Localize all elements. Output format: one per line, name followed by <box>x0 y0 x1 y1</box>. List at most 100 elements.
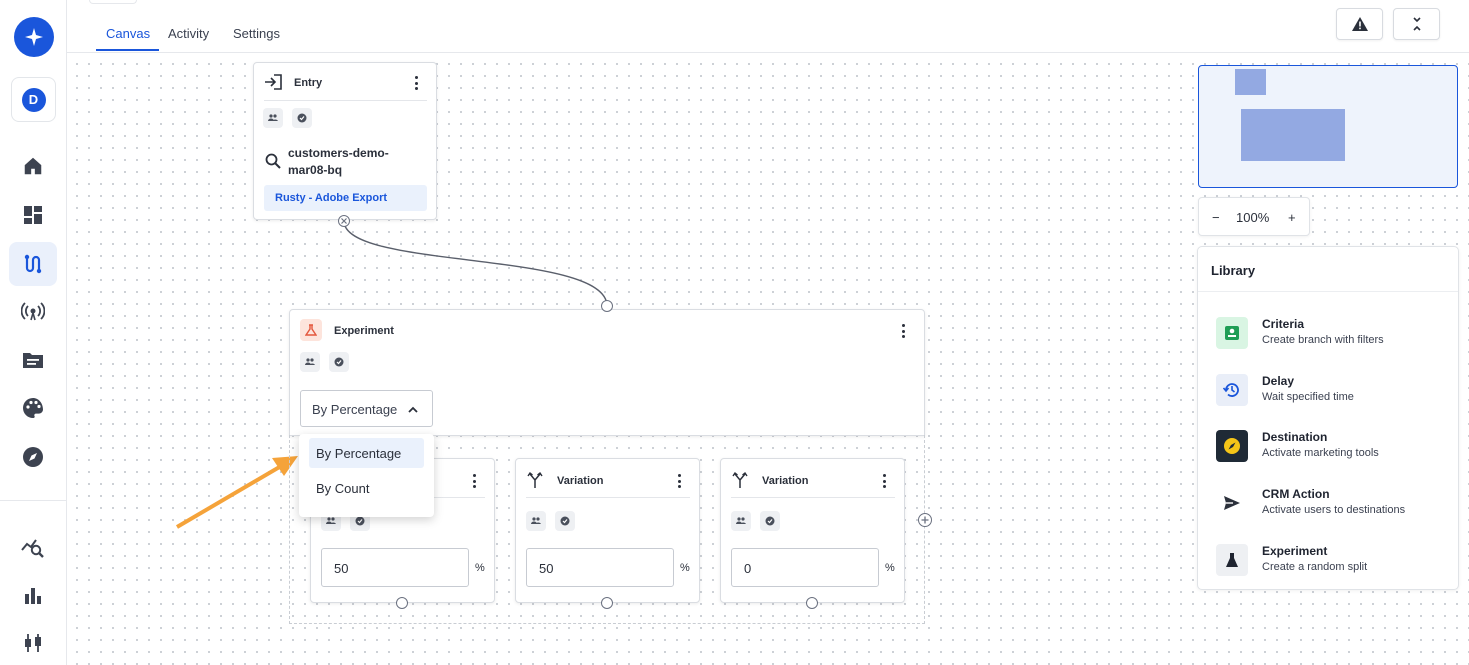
variation-output-port[interactable] <box>806 597 818 609</box>
nav-reports[interactable] <box>9 573 57 617</box>
entry-output-port[interactable] <box>338 215 350 227</box>
entry-to-experiment-connector <box>343 220 608 307</box>
library-item-name: Criteria <box>1262 317 1305 331</box>
journey-icon <box>24 254 42 274</box>
variation-node-3[interactable]: Variation 0 % <box>720 458 905 603</box>
chevron-up-icon <box>408 406 418 413</box>
home-icon <box>24 157 42 175</box>
search-icon <box>265 153 281 169</box>
destination-badge[interactable]: Rusty - Adobe Export <box>264 185 427 211</box>
entry-icon <box>265 74 282 90</box>
variation-output-port[interactable] <box>396 597 408 609</box>
split-mode-select[interactable]: By Percentage <box>300 390 433 427</box>
nav-folder[interactable] <box>9 338 57 382</box>
variation-menu[interactable] <box>878 473 890 489</box>
crm-icon-badge <box>1216 487 1248 519</box>
library-item-name: CRM Action <box>1262 487 1330 501</box>
library-item-description: Create a random split <box>1262 561 1368 573</box>
status-chip[interactable] <box>555 511 575 531</box>
entry-node-menu[interactable] <box>410 75 422 91</box>
variation-title: Variation <box>557 475 604 487</box>
percent-unit: % <box>885 562 895 574</box>
check-badge-icon <box>297 113 307 123</box>
avatar: D <box>21 87 46 112</box>
criteria-icon-badge <box>1216 317 1248 349</box>
nav-journeys[interactable] <box>9 242 57 286</box>
library-panel: Library Criteria Create branch with filt… <box>1197 246 1459 590</box>
audience-chip[interactable] <box>526 511 546 531</box>
percent-unit: % <box>680 562 690 574</box>
entry-node[interactable]: Entry customers-demo- mar08-bq Rusty - A… <box>253 62 437 220</box>
collapse-icon <box>1412 17 1421 31</box>
audience-chip[interactable] <box>300 352 320 372</box>
library-item-description: Activate marketing tools <box>1262 447 1379 459</box>
experiment-badge <box>300 319 322 341</box>
nav-trends[interactable] <box>9 621 57 665</box>
variation-output-port[interactable] <box>601 597 613 609</box>
tab-canvas[interactable]: Canvas <box>106 26 151 41</box>
broadcast-icon <box>21 302 45 321</box>
status-chip[interactable] <box>292 108 312 128</box>
experiment-node[interactable]: Experiment By Percentage <box>289 309 925 436</box>
tab-activity[interactable]: Activity <box>168 26 210 41</box>
tab-settings[interactable]: Settings <box>233 26 280 41</box>
destination-icon-badge <box>1216 430 1248 462</box>
variation-menu[interactable] <box>673 473 685 489</box>
annotation-arrow-head <box>272 456 298 476</box>
status-chip[interactable] <box>760 511 780 531</box>
library-item-experiment[interactable]: Experiment Create a random split <box>1216 542 1452 582</box>
minimap[interactable] <box>1198 65 1458 188</box>
nav-explore[interactable] <box>9 435 57 479</box>
nav-analytics[interactable] <box>9 525 57 569</box>
variation-node-2[interactable]: Variation 50 % <box>515 458 700 603</box>
library-item-destination[interactable]: Destination Activate marketing tools <box>1216 428 1452 468</box>
library-item-description: Wait specified time <box>1262 391 1354 403</box>
percent-unit: % <box>475 562 485 574</box>
audience-chip[interactable] <box>731 511 751 531</box>
nav-broadcast[interactable] <box>9 290 57 334</box>
collapse-button[interactable] <box>1393 8 1440 40</box>
minimap-entry-node <box>1235 69 1266 95</box>
status-chip[interactable] <box>329 352 349 372</box>
variation-title: Variation <box>762 475 809 487</box>
users-icon <box>736 517 746 524</box>
library-item-delay[interactable]: Delay Wait specified time <box>1216 372 1452 412</box>
option-by-count[interactable]: By Count <box>316 481 370 496</box>
library-item-name: Experiment <box>1262 544 1328 558</box>
zoom-in-button[interactable]: + <box>1288 210 1296 225</box>
users-icon <box>326 517 336 524</box>
workspace-switcher[interactable]: D <box>11 77 56 122</box>
variation-percentage-input[interactable]: 0 <box>731 548 879 587</box>
audience-name-line2: mar08-bq <box>288 163 343 177</box>
nav-palette[interactable] <box>9 386 57 430</box>
compass-icon <box>23 447 43 467</box>
experiment-input-port[interactable] <box>601 300 613 312</box>
variation-percentage-input[interactable]: 50 <box>526 548 674 587</box>
library-item-criteria[interactable]: Criteria Create branch with filters <box>1216 315 1452 355</box>
zoom-level: 100% <box>1236 210 1270 225</box>
experiment-icon-badge <box>1216 544 1248 576</box>
warnings-button[interactable] <box>1336 8 1383 40</box>
app-logo[interactable] <box>14 17 54 57</box>
variation-percentage-input[interactable]: 50 <box>321 548 469 587</box>
variation-menu[interactable] <box>468 473 480 489</box>
option-by-percentage[interactable]: By Percentage <box>309 438 424 468</box>
history-icon <box>1223 383 1239 397</box>
divider <box>731 497 895 498</box>
sparkle-icon <box>25 28 43 46</box>
top-bar: Canvas Activity Settings <box>67 0 1469 53</box>
entry-node-title: Entry <box>294 77 323 89</box>
audience-chip[interactable] <box>263 108 283 128</box>
candlestick-icon <box>25 634 41 652</box>
library-item-crm-action[interactable]: CRM Action Activate users to destination… <box>1216 485 1452 525</box>
nav-home[interactable] <box>9 144 57 188</box>
zoom-out-button[interactable]: − <box>1212 210 1220 225</box>
check-badge-icon <box>334 357 344 367</box>
minimap-experiment-node <box>1241 109 1345 161</box>
dashboard-icon <box>24 206 42 224</box>
flask-icon <box>1226 553 1238 567</box>
nav-dashboard[interactable] <box>9 193 57 237</box>
add-variation-button[interactable] <box>918 513 932 527</box>
fork-icon <box>527 471 543 488</box>
experiment-node-menu[interactable] <box>897 323 909 339</box>
